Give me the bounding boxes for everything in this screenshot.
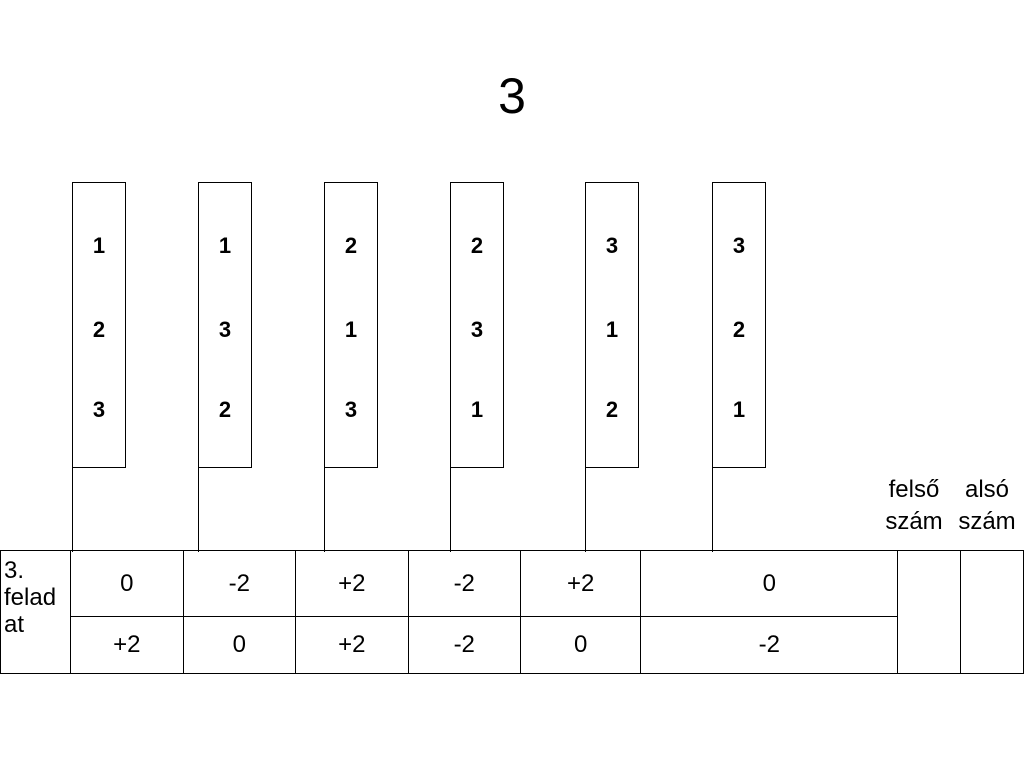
table-cell: -2 xyxy=(182,550,296,617)
connector-line xyxy=(324,468,325,552)
permutation-digit: 3 xyxy=(605,233,619,258)
page-title: 3 xyxy=(498,68,526,124)
table-cell: -2 xyxy=(640,616,899,674)
result-table: 3. felad at 0 -2 +2 -2 +2 0 +2 0 +2 -2 0… xyxy=(0,550,1024,674)
permutation-digit: 1 xyxy=(218,233,232,258)
permutation-digit: 2 xyxy=(605,397,619,422)
permutation-digit: 1 xyxy=(344,317,358,342)
permutation-digit: 1 xyxy=(732,397,746,422)
permutation-digit: 1 xyxy=(470,397,484,422)
permutation-digit: 2 xyxy=(732,317,746,342)
row-label: 3. felad at xyxy=(0,550,71,674)
upper-number-answer-cell[interactable] xyxy=(897,550,962,674)
table-row: +2 0 +2 -2 0 -2 xyxy=(1,616,1024,674)
column-header-upper-number: felső szám xyxy=(885,476,943,535)
connector-line xyxy=(450,468,451,552)
table-cell: 0 xyxy=(69,550,184,617)
permutation-digit: 2 xyxy=(344,233,358,258)
permutation-card-1: 1 2 3 xyxy=(72,182,126,468)
table-cell: +2 xyxy=(294,550,409,617)
table-cell: +2 xyxy=(294,616,409,674)
table-row: 3. felad at 0 -2 +2 -2 +2 0 xyxy=(0,550,1024,674)
permutation-card-5: 3 1 2 xyxy=(585,182,639,468)
lower-number-answer-cell[interactable] xyxy=(960,550,1024,674)
table-cell: 0 xyxy=(519,616,642,674)
table-cell: -2 xyxy=(407,616,521,674)
connector-line xyxy=(585,468,586,552)
permutation-digit: 3 xyxy=(732,233,746,258)
table-cell: -2 xyxy=(407,550,521,617)
permutation-digit: 3 xyxy=(92,397,106,422)
permutation-digit: 1 xyxy=(605,317,619,342)
table-cell: +2 xyxy=(69,616,184,674)
connector-line xyxy=(712,468,713,552)
permutation-digit: 1 xyxy=(92,233,106,258)
permutation-digit: 2 xyxy=(470,233,484,258)
permutation-digit: 2 xyxy=(218,397,232,422)
permutation-card-3: 2 1 3 xyxy=(324,182,378,468)
column-header-lower-number: alsó szám xyxy=(958,476,1016,535)
permutation-digit: 3 xyxy=(218,317,232,342)
permutation-card-4: 2 3 1 xyxy=(450,182,504,468)
connector-line xyxy=(72,468,73,552)
permutation-card-2: 1 3 2 xyxy=(198,182,252,468)
table-cell: 0 xyxy=(182,616,296,674)
permutation-card-6: 3 2 1 xyxy=(712,182,766,468)
permutation-digit: 2 xyxy=(92,317,106,342)
permutation-digit: 3 xyxy=(344,397,358,422)
table-cell: +2 xyxy=(519,550,642,617)
permutation-digit: 3 xyxy=(470,317,484,342)
table-cell: 0 xyxy=(640,550,899,617)
connector-line xyxy=(198,468,199,552)
